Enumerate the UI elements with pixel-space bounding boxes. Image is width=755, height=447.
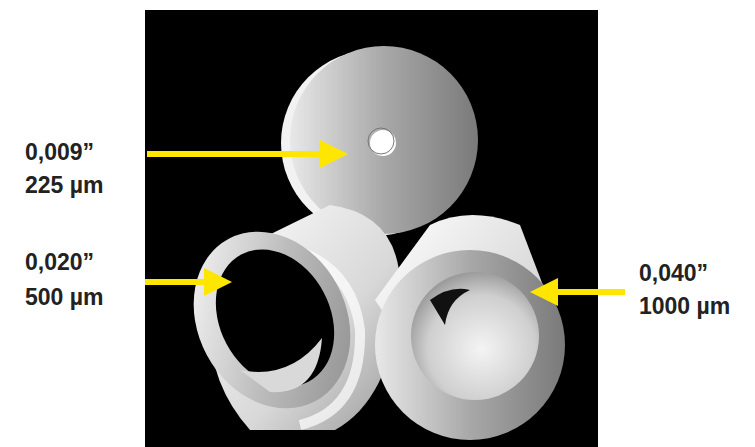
pointer-arrow <box>530 278 625 306</box>
micron-dimension: 225 µm <box>25 174 103 197</box>
pointer-arrow <box>147 140 348 168</box>
inch-dimension: 0,020” <box>25 251 94 274</box>
pointer-arrow <box>145 268 232 296</box>
micron-dimension: 1000 µm <box>639 295 730 318</box>
inch-dimension: 0,009” <box>25 141 94 164</box>
micron-dimension: 500 µm <box>25 286 103 309</box>
inch-dimension: 0,040” <box>639 262 708 285</box>
small-bore-tube <box>281 46 478 236</box>
medium-bore-tube <box>163 204 400 436</box>
large-bore-tube <box>375 215 565 440</box>
black-panel <box>145 10 598 447</box>
